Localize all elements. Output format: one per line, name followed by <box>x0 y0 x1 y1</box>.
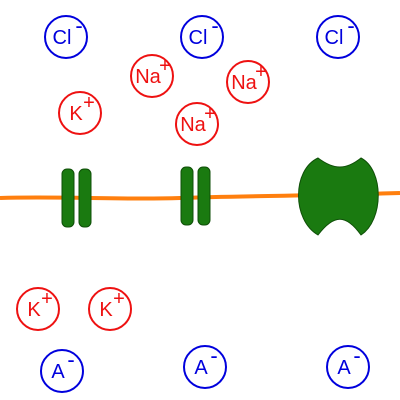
ion-charge: + <box>204 103 216 125</box>
anion-cl-ion: Cl- <box>44 13 88 59</box>
anion-a-ion: A- <box>40 347 84 393</box>
channel-subunit <box>180 166 194 226</box>
cation-k-ion: K+ <box>16 287 60 331</box>
ion-circle <box>180 15 224 59</box>
ion-symbol: Cl <box>53 27 72 49</box>
ion-circle <box>316 15 360 59</box>
ion-symbol: K <box>99 299 113 321</box>
ion-circle <box>183 345 227 389</box>
ion-charge: - <box>347 13 354 38</box>
channel-subunit <box>78 168 92 228</box>
anion-cl-ion: Cl- <box>180 13 224 59</box>
ion-charge: + <box>255 61 267 83</box>
cation-na-ion: Na+ <box>175 102 219 146</box>
ion-charge: + <box>113 288 125 310</box>
ion-circle <box>88 287 132 331</box>
ion-channel-middle <box>180 166 211 226</box>
ion-circle <box>226 60 270 104</box>
channel-subunit <box>197 166 211 226</box>
ion-layer: Cl-Cl-Cl-Na+Na+Na+K+K+K+A-A-A- <box>16 13 370 393</box>
ion-charge: - <box>353 343 360 368</box>
ion-charge: - <box>67 347 74 372</box>
anion-a-ion: A- <box>183 343 227 389</box>
ion-symbol: K <box>27 299 41 321</box>
ion-circle <box>326 345 370 389</box>
ion-circle <box>40 349 84 393</box>
anion-cl-ion: Cl- <box>316 13 360 59</box>
ion-channel-left <box>61 168 92 228</box>
ion-charge: + <box>159 55 171 77</box>
ion-charge: - <box>211 13 218 38</box>
ion-charge: - <box>75 13 82 38</box>
ion-circle <box>16 287 60 331</box>
ion-pump <box>298 157 379 236</box>
ion-symbol: A <box>337 357 351 379</box>
ion-circle <box>130 54 174 98</box>
cation-na-ion: Na+ <box>226 60 270 104</box>
ion-charge: - <box>210 343 217 368</box>
ion-circle <box>175 102 219 146</box>
ion-symbol: Na <box>231 72 257 94</box>
cation-k-ion: K+ <box>88 287 132 331</box>
ion-symbol: A <box>51 361 65 383</box>
ion-circle <box>58 91 102 135</box>
ion-circle <box>44 15 88 59</box>
anion-a-ion: A- <box>326 343 370 389</box>
ion-symbol: Cl <box>325 27 344 49</box>
ion-charge: + <box>83 92 95 114</box>
ion-charge: + <box>41 288 53 310</box>
ion-symbol: Cl <box>189 27 208 49</box>
channel-subunit <box>61 168 75 228</box>
ion-symbol: A <box>194 357 208 379</box>
cation-na-ion: Na+ <box>130 54 174 98</box>
ion-symbol: Na <box>135 66 161 88</box>
ion-symbol: Na <box>180 114 206 136</box>
ion-symbol: K <box>69 103 83 125</box>
cation-k-ion: K+ <box>58 91 102 135</box>
